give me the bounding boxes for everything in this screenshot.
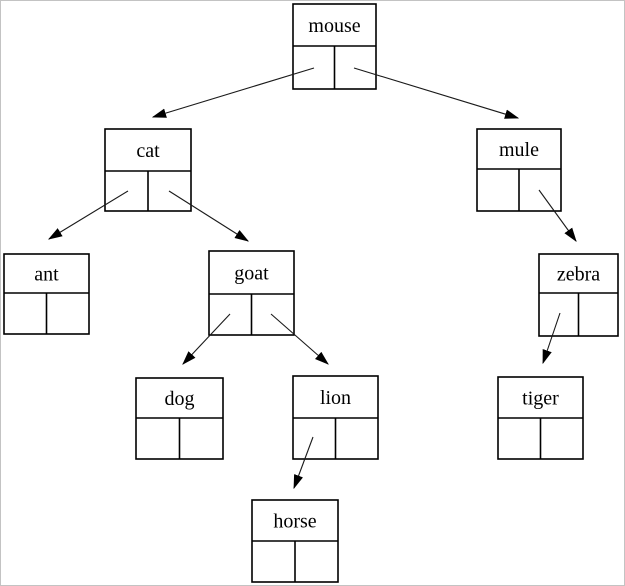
tree-node-horse: horse [251,499,339,583]
edge-cat-ant [47,190,129,240]
nodes-layer: mouse cat mule ant goat zebra dog lion tiger hors… [3,3,619,583]
edges-layer [47,67,577,490]
tree-node-mule: mule [476,128,562,212]
node-label: mouse [308,15,360,37]
edge-mule-zebra [538,189,577,242]
node-label: zebra [557,264,600,286]
node-label: goat [234,263,269,285]
node-label: horse [273,511,316,533]
tree-node-tiger: tiger [497,376,584,460]
edge-mouse-mule [353,67,520,119]
tree-node-cat: cat [104,128,192,212]
tree-node-lion: lion [292,375,379,460]
node-label: lion [320,387,351,409]
edge-lion-horse [293,436,314,490]
node-label: ant [34,264,59,286]
edge-goat-dog [182,313,231,365]
node-label: tiger [522,388,559,410]
tree-node-mouse: mouse [292,3,377,90]
edge-goat-lion [270,313,329,365]
tree-node-dog: dog [135,377,224,460]
node-label: cat [136,140,160,162]
tree-node-ant: ant [3,253,90,335]
node-label: dog [165,388,195,410]
edge-zebra-tiger [542,312,561,365]
tree-node-zebra: zebra [538,253,619,337]
node-label: mule [499,139,539,161]
edge-cat-goat [168,190,250,242]
edge-mouse-cat [151,67,315,118]
